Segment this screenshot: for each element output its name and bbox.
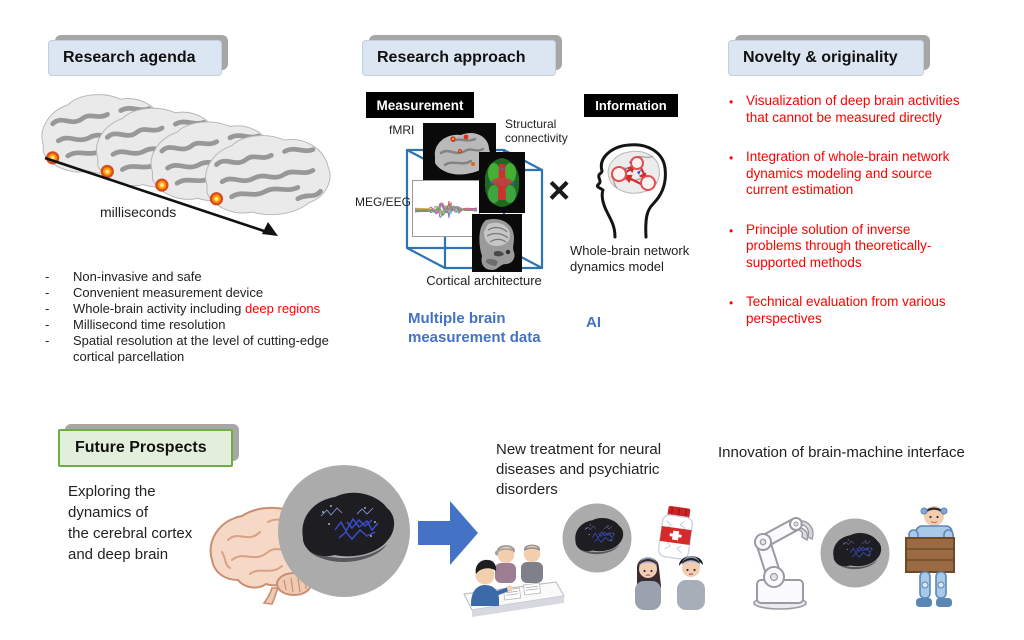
medicine-bottle-icon [657,506,694,560]
future-prospects-title: Future Prospects [75,439,207,456]
structural-connectivity-label: Structural connectivity [505,117,568,145]
bmi-caption: Innovation of brain-machine interface [718,444,965,461]
head-silhouette-illustration [595,143,667,239]
timeline-label: milliseconds [100,204,177,220]
highlighted-text: deep regions [244,301,321,316]
future-prospects-header: Future Prospects [58,424,239,467]
list-item: - Spatial resolution at the level of cut… [45,333,329,364]
agenda-bullet-list: - Non-invasive and safe - Convenient mea… [40,269,380,365]
brain-network-circle-middle [562,503,632,573]
measurement-caption: Multiple brain measurement data [408,310,541,346]
meg-eeg-label: MEG/EEG [355,195,412,209]
list-item: • Integration of whole-brain network dyn… [729,149,950,197]
list-item: - Non-invasive and safe [45,269,202,284]
dti-image [479,152,525,213]
novelty-header: Novelty & originality [728,35,930,76]
ai-caption: AI [586,314,601,331]
list-item: - Convenient measurement device [45,285,264,300]
information-label: Information [584,94,678,117]
list-item: • Principle solution of inverse problems… [729,221,932,270]
multiply-icon: × [548,170,571,212]
consultation-illustration [463,544,565,617]
treatment-caption: New treatment for neural diseases and ps… [496,441,662,498]
timeline-arrow-icon [44,156,278,236]
novelty-title: Novelty & originality [743,49,898,66]
future-description: Exploring the dynamics of the cerebral c… [68,483,193,563]
list-item: - Millisecond time resolution [45,317,226,332]
exoskeleton-person-illustration [905,506,955,607]
research-approach-title: Research approach [377,49,526,66]
robot-arm-illustration [753,517,814,610]
cortical-architecture-label: Cortical architecture [426,273,542,288]
block-arrow-icon [418,501,478,565]
mri-sagittal-image [472,214,522,272]
sad-patients-illustration [635,556,705,610]
research-approach-header: Research approach [362,35,562,76]
brain-network-circle-right [820,518,890,588]
meg-waveform-image [412,180,480,237]
research-agenda-header: Research agenda [48,35,228,76]
list-item: • Technical evaluation from various pers… [729,294,946,326]
network-model-label: Whole-brain network dynamics model [570,243,690,274]
list-item: • Visualization of deep brain activities… [729,93,960,125]
list-item: - Whole-brain activity including deep re… [45,301,321,316]
fmri-label: fMRI [389,123,415,137]
novelty-bullet-list: • Visualization of deep brain activities… [729,93,1004,350]
brain-network-circle-left [277,464,411,598]
measurement-label: Measurement [366,92,474,118]
research-agenda-title: Research agenda [63,49,196,66]
